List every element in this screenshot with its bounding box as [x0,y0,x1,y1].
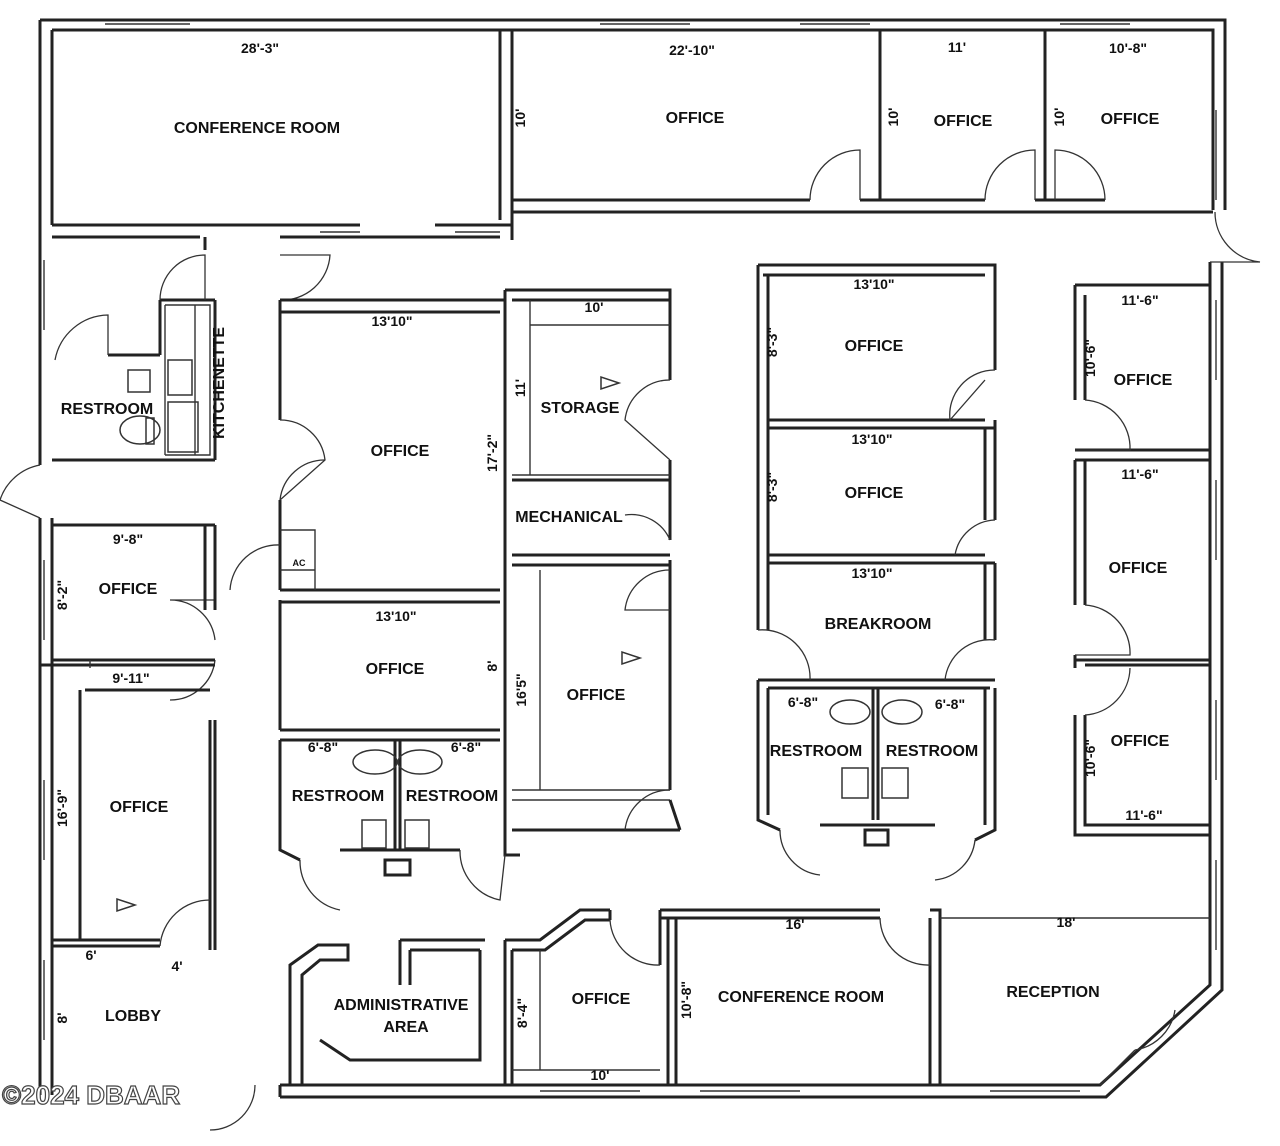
dimension: 16'5" [513,673,529,706]
dimension: 6'-8" [308,739,338,755]
dimension: 8'-4" [514,998,530,1028]
dimension: 13'10" [851,565,892,581]
room-label: RESTROOM [770,743,862,760]
right-center-doors [757,369,996,881]
room-label: OFFICE [845,338,904,355]
dimension: 10'-8" [678,981,694,1019]
main-entry-door[interactable] [209,1084,256,1131]
copyright-watermark: ©2024 DBAAR [2,1080,180,1110]
dimension: 10' [1051,108,1067,127]
room-label: OFFICE [371,443,430,460]
dimension: 8' [484,660,500,671]
dimension: 11' [948,39,966,55]
room-label: OFFICE [1101,111,1160,128]
dimension: 10' [512,109,528,128]
dimension: 11' [512,379,528,397]
dimension: 11'-6" [1121,466,1158,482]
dimension: 6' [85,947,96,963]
dimension: 22'-10" [669,42,715,58]
dimension-labels: 28'-3" 22'-10" 11' 10'-8" 10' 10' 10' 13… [54,39,1163,1083]
dimension: 11'-6" [1121,292,1158,308]
dimension: 8'-3" [764,472,780,502]
dimension: 4' [171,958,182,974]
dimension: 13'10" [375,608,416,624]
marker-storage [600,375,622,391]
dimension: 18' [1057,914,1076,930]
dimension: 6'-8" [935,696,965,712]
room-label: KITCHENETTE [211,327,228,439]
room-label: MECHANICAL [515,509,623,526]
exterior-walls [38,18,1227,1099]
room-label: OFFICE [666,110,725,127]
left-offices-walls [40,523,217,950]
dimension: 13'10" [853,276,894,292]
room-label: ADMINISTRATIVE [334,997,469,1014]
room-label: OFFICE [845,485,904,502]
room-label: OFFICE [567,687,626,704]
dimension: 8'-3" [764,327,780,357]
room-label: LOBBY [105,1008,161,1025]
dimension: 8' [54,1012,70,1023]
dimension: 17'-2" [484,434,500,472]
room-label: RESTROOM [292,788,384,805]
dimension: 10'-6" [1082,739,1098,777]
room-label: OFFICE [366,661,425,678]
bottom-row-walls [288,908,1210,1085]
corridor-door[interactable] [279,254,331,301]
west-entry-door[interactable] [0,464,41,519]
center-block-doors [169,379,671,911]
dimension: 10' [591,1067,610,1083]
room-label: OFFICE [934,113,993,130]
far-right-walls [1073,283,1210,837]
dimension: 8'-2" [54,580,70,610]
dimension: 11'-6" [1125,807,1162,823]
room-label: RESTROOM [886,743,978,760]
room-label: AREA [383,1019,429,1036]
dimension: 6'-8" [788,694,818,710]
dimension: 10'-8" [1109,40,1147,56]
center-block-walls [278,288,682,877]
room-label: RESTROOM [406,788,498,805]
room-label: OFFICE [110,799,169,816]
top-row-walls [52,30,1213,240]
top-row-doors [809,149,1261,263]
dimension: 6'-8" [451,739,481,755]
room-label: AC [293,558,306,568]
room-label: CONFERENCE ROOM [174,120,340,137]
lobby-office-door[interactable] [159,899,211,947]
dimension: 16'-9" [54,789,70,827]
far-right-doors [1075,399,1131,716]
kitchenette-door[interactable] [159,254,206,301]
marker-office-left [116,897,138,913]
dimension: 10'-6" [1082,339,1098,377]
room-labels: CONFERENCE ROOM OFFICE OFFICE OFFICE RES… [61,110,1173,1036]
room-label: RECEPTION [1006,984,1099,1001]
room-label: OFFICE [572,991,631,1008]
dimension: 9'-8" [113,531,143,547]
room-label: OFFICE [1109,560,1168,577]
room-label: RESTROOM [61,401,153,418]
room-label: OFFICE [1111,733,1170,750]
room-label: BREAKROOM [825,616,932,633]
restroom-kitchenette-walls [52,237,217,462]
dimension: 13'10" [371,313,412,329]
dimension: 10' [885,108,901,127]
dimension: 16' [786,916,805,932]
room-label: STORAGE [541,400,620,417]
restroom-door[interactable] [54,314,109,361]
room-label: OFFICE [99,581,158,598]
room-label: OFFICE [1114,372,1173,389]
bottom-row-doors [609,917,1176,1086]
room-label: CONFERENCE ROOM [718,989,884,1006]
dimension: 9'-11" [112,670,149,686]
marker-office-mid [621,650,643,666]
dimension: 28'-3" [241,40,279,56]
right-center-walls [756,263,997,847]
dimension: 13'10" [851,431,892,447]
dimension: 10' [585,299,604,315]
